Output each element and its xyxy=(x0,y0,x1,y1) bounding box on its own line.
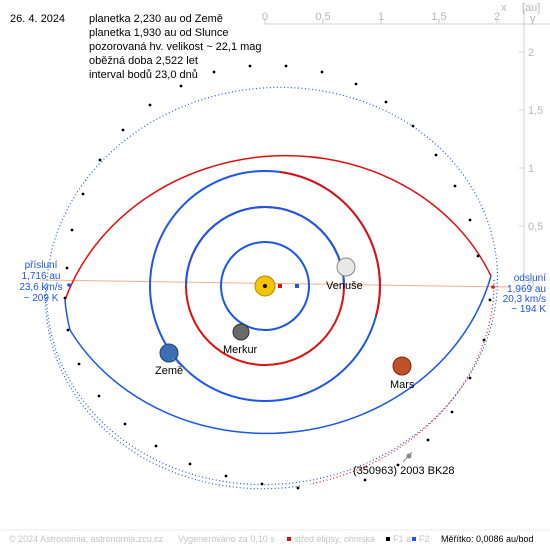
sun-focus xyxy=(263,284,267,288)
mars-label: Mars xyxy=(390,379,415,391)
x-tick-label: 1 xyxy=(378,11,384,23)
y-tick-label: 1 xyxy=(528,163,534,175)
legend-f1-swatch xyxy=(386,537,390,541)
venus-planet xyxy=(336,257,356,277)
aphelion-temperature: ~ 194 K xyxy=(511,304,546,315)
info-magnitude: pozorovaná hv. velikost ~ 22,1 mag xyxy=(89,41,262,53)
perihelion-title: přísluní xyxy=(25,260,58,271)
footer-scale: Měřítko: 0,0086 au/bod xyxy=(441,534,534,544)
legend-f2-swatch xyxy=(412,537,416,541)
x-tick-label: 2 xyxy=(494,11,500,23)
legend-center-swatch xyxy=(287,537,291,541)
x-tick-label: 0,5 xyxy=(315,11,330,23)
ellipse-center-marker xyxy=(278,284,282,288)
earth-label: Země xyxy=(155,365,183,377)
mars-orbit-lower xyxy=(69,275,492,435)
y-tick-label: 1,5 xyxy=(528,105,543,117)
info-sun-distance: planetka 1,930 au od Slunce xyxy=(89,27,228,39)
venus-orbit-upper xyxy=(185,206,345,287)
asteroid-orbit-far xyxy=(309,279,495,485)
mars-planet xyxy=(392,356,412,376)
mercury-orbit xyxy=(220,241,310,331)
footer-f1: F1 a xyxy=(393,534,411,544)
mars-orbit-upper xyxy=(64,154,492,301)
aphelion-distance: 1,969 au xyxy=(507,284,546,295)
perihelion-point xyxy=(67,283,71,287)
x-axis-letter: x xyxy=(501,2,507,14)
mercury-planet xyxy=(232,323,250,341)
mars-orbit-join xyxy=(64,299,71,331)
asteroid-orbit xyxy=(45,86,499,486)
axis-unit: [au] xyxy=(522,2,540,14)
mercury-label: Merkur xyxy=(223,344,258,356)
earth-pointer xyxy=(171,357,190,374)
asteroid-label: (350963) 2003 BK28 xyxy=(353,465,455,477)
asteroid-orbit-near xyxy=(44,283,301,490)
earth-planet xyxy=(159,343,179,363)
y-tick-label: 0,5 xyxy=(528,221,543,233)
perihelion-distance: 1,716 au xyxy=(22,271,61,282)
y-tick-label: 2 xyxy=(528,47,534,59)
focus-f2-marker xyxy=(295,284,299,288)
venus-label: Venuše xyxy=(326,280,363,292)
footer-f2: F2 xyxy=(419,534,430,544)
date-label: 26. 4. 2024 xyxy=(10,13,65,25)
info-interval: interval bodů 23,0 dnů xyxy=(89,69,198,81)
asteroid-interval-points xyxy=(63,64,492,490)
perihelion-speed: 23,6 km/s xyxy=(19,282,62,293)
y-axis-letter: y xyxy=(530,13,536,25)
footer-generated: Vygenerováno za 0,10 s xyxy=(178,534,275,544)
axis-ticks xyxy=(264,19,524,227)
info-earth-distance: planetka 2,230 au od Země xyxy=(89,13,223,25)
x-tick-label: 0 xyxy=(262,11,268,23)
aphelion-speed: 20,3 km/s xyxy=(503,294,546,305)
x-tick-label: 1,5 xyxy=(431,11,446,23)
earth-orbit-red-arc xyxy=(279,171,381,317)
y-tick-label: 0 xyxy=(528,279,534,291)
aphelion-point xyxy=(491,285,495,289)
asteroid-pointer xyxy=(402,451,413,463)
perihelion-temperature: ~ 209 K xyxy=(24,293,59,304)
footer-copyright: © 2024 Astronomia, astronomia.zcu.cz xyxy=(9,534,164,544)
info-period: oběžná doba 2,522 let xyxy=(89,55,198,67)
footer-center-legend: střed elipsy, ohniska xyxy=(294,534,375,544)
aphelion-title: odsluní xyxy=(514,273,546,284)
